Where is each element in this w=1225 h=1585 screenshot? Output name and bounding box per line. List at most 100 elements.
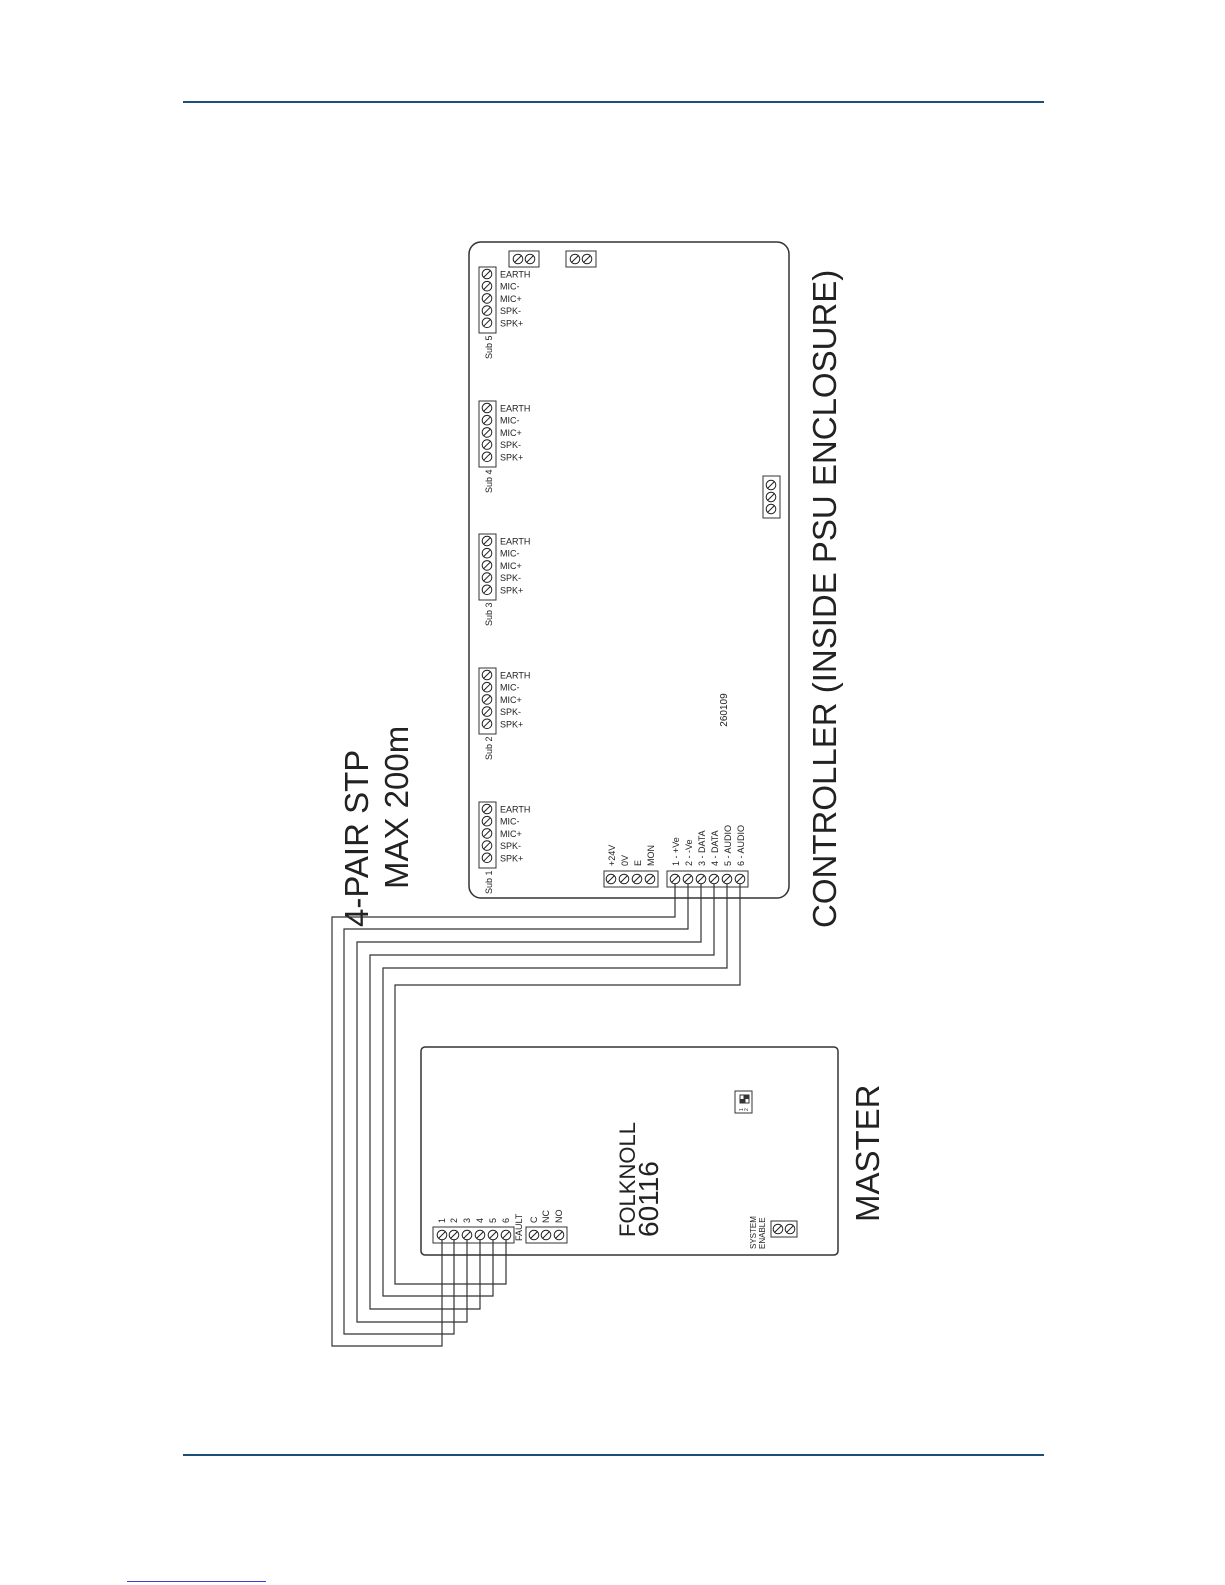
header-rule xyxy=(183,101,1044,103)
line-pin-label: 1 xyxy=(437,1218,447,1223)
sub-terminal-block xyxy=(478,801,497,869)
sub-terminal-block xyxy=(478,667,497,735)
terminal-screw xyxy=(481,535,493,547)
power-terminal-block: +24V 0V E MON xyxy=(603,845,659,888)
sub-pin-label: MIC+ xyxy=(500,695,522,705)
cable-label-line2: MAX 200m xyxy=(378,726,415,889)
terminal-screw xyxy=(481,572,493,583)
line-pin-label: 3 xyxy=(462,1218,472,1223)
terminal-screw xyxy=(481,280,493,292)
sub-pin-label: MIC+ xyxy=(500,561,522,571)
sub-pin-label: EARTH xyxy=(500,671,530,681)
system-enable-line2: ENABLE xyxy=(758,1217,767,1249)
sub-pin-label: MIC- xyxy=(500,282,520,292)
power-pin-label: +24V xyxy=(607,845,617,866)
stp-cable xyxy=(331,884,741,1347)
dip-switch: 1 2 xyxy=(734,1090,753,1114)
sub-pin-label: SPK- xyxy=(500,440,521,450)
sub-terminal-block xyxy=(478,400,497,468)
controller-board xyxy=(468,241,790,899)
aux-terminal-block-3 xyxy=(762,475,781,519)
terminal-screw xyxy=(481,317,493,329)
terminal-screw xyxy=(481,803,493,815)
master-pin-label: 6 - AUDIO xyxy=(736,825,746,866)
terminal-screw xyxy=(481,268,493,280)
relay-pin-label: C xyxy=(529,1216,539,1223)
sub-pin-label: MIC- xyxy=(500,683,520,693)
sub-name-label: Sub 4 xyxy=(484,469,494,493)
terminal-screw xyxy=(481,305,493,316)
dip-label: 1 xyxy=(739,1108,745,1111)
master-board xyxy=(420,1046,839,1256)
master-title: MASTER xyxy=(849,1084,886,1222)
terminal-screw xyxy=(481,718,493,730)
terminal-screw xyxy=(481,669,493,681)
power-pin-label: E xyxy=(633,860,643,866)
sub-connector: EARTH MIC- MIC+ SPK- SPK+ Sub 5 xyxy=(478,266,530,359)
sub-connector: EARTH MIC- MIC+ SPK- SPK+ Sub 2 xyxy=(478,667,530,760)
terminal-screw xyxy=(481,828,493,839)
terminal-screw xyxy=(481,706,493,717)
master-terminal-block: 1 - +Ve 2 - -Ve 3 - DATA 4 - DATA 5 - AU… xyxy=(666,825,749,888)
master-pin-label: 3 - DATA xyxy=(697,830,707,866)
sub-pin-label: SPK+ xyxy=(500,853,523,863)
sub-terminal-block xyxy=(478,266,497,334)
master-pin-label: 2 - -Ve xyxy=(684,839,694,866)
terminal-screw xyxy=(481,815,493,827)
sub-pin-label: SPK- xyxy=(500,306,521,316)
sub-pin-label: MIC+ xyxy=(500,829,522,839)
aux-terminal-block-1 xyxy=(508,250,540,268)
system-enable-line1: SYSTEM xyxy=(749,1216,758,1249)
footer-rule xyxy=(183,1454,1044,1456)
terminal-screw xyxy=(481,840,493,851)
power-pin-label: 0V xyxy=(620,855,630,866)
terminal-screw xyxy=(481,852,493,864)
sub-terminal-block xyxy=(478,533,497,601)
master-line-terminal-block: 1 2 3 4 5 6 xyxy=(432,1218,515,1244)
relay-pin-label: NC xyxy=(541,1210,551,1223)
sub-name-label: Sub 5 xyxy=(484,335,494,359)
controller-part-number: 260109 xyxy=(719,693,730,727)
relay-pin-label: NO xyxy=(554,1210,564,1224)
sub-pin-label: SPK+ xyxy=(500,318,523,328)
master-pin-label: 1 - +Ve xyxy=(671,837,681,866)
sub-name-label: Sub 2 xyxy=(484,736,494,760)
sub-pin-label: MIC- xyxy=(500,416,520,426)
line-pin-label: 4 xyxy=(475,1218,485,1223)
terminal-screw xyxy=(481,681,493,693)
line-pin-label: 6 xyxy=(501,1218,511,1223)
aux-terminal-block-2 xyxy=(565,250,597,268)
sub-name-label: Sub 1 xyxy=(484,870,494,894)
sub-pin-label: SPK+ xyxy=(500,585,523,595)
sub-pin-label: SPK- xyxy=(500,573,521,583)
line-pin-label: 2 xyxy=(449,1218,459,1223)
master-brand: FOLKNOLL xyxy=(615,1122,640,1237)
sub-pin-label: MIC+ xyxy=(500,428,522,438)
sub-pin-label: EARTH xyxy=(500,537,530,547)
cable-label-line1: 4-PAIR STP xyxy=(338,750,375,927)
sub-pin-label: EARTH xyxy=(500,270,530,280)
line-pin-label: 5 xyxy=(488,1218,498,1223)
terminal-screw xyxy=(481,293,493,304)
sub-pin-label: MIC+ xyxy=(500,294,522,304)
link-underline[interactable] xyxy=(127,1581,266,1582)
sub-pin-label: MIC- xyxy=(500,817,520,827)
power-pin-label: MON xyxy=(646,845,656,866)
terminal-screw xyxy=(481,451,493,463)
sub-pin-label: SPK+ xyxy=(500,719,523,729)
terminal-screw xyxy=(481,560,493,571)
master-model: 60116 xyxy=(633,1161,664,1237)
terminal-screw xyxy=(481,547,493,559)
fault-label: FAULT xyxy=(514,1213,524,1241)
terminal-screw xyxy=(481,402,493,414)
terminal-screw xyxy=(481,439,493,450)
sub-pin-label: SPK- xyxy=(500,707,521,717)
system-enable-terminal-block xyxy=(770,1220,798,1238)
terminal-screw xyxy=(481,427,493,438)
dip-label: 2 xyxy=(744,1108,750,1111)
sub-name-label: Sub 3 xyxy=(484,602,494,626)
